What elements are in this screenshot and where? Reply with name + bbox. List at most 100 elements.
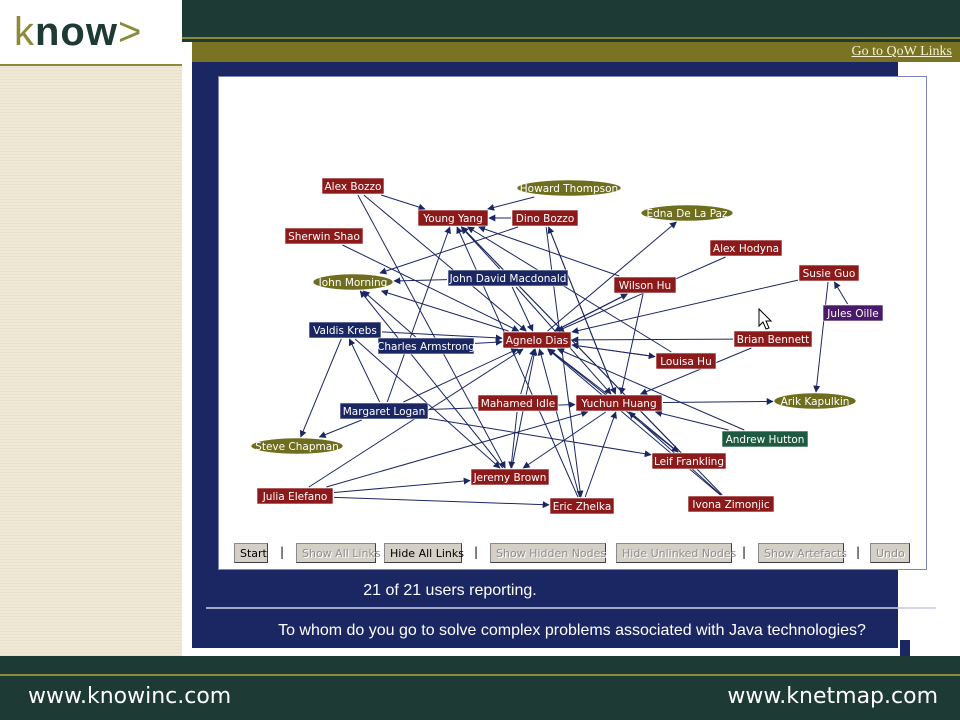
- node-julia-elefano[interactable]: Julia Elefano: [256, 487, 334, 505]
- show-artefacts-button[interactable]: Show Artefacts: [758, 543, 847, 563]
- edge-ivona-zimonjic-to-agnelo-dias: [547, 348, 721, 496]
- edge-margaret-logan-to-steve-chapman: [318, 419, 362, 438]
- node-eric-zhelka[interactable]: Eric Zhelka: [549, 497, 615, 515]
- node-shape: [822, 304, 884, 322]
- node-label: Yuchun Huang: [580, 398, 656, 410]
- edge-john-david-macdonald-to-john-morning: [393, 277, 448, 285]
- edge-alex-bozzo-to-young-yang: [380, 194, 426, 211]
- node-shape: [721, 430, 809, 448]
- question-text: To whom do you go to solve complex probl…: [278, 622, 866, 639]
- hide-unlinked-nodes-button[interactable]: Hide Unlinked Nodes: [616, 543, 736, 563]
- node-john-david-macdonald[interactable]: John David Macdonald: [447, 269, 569, 287]
- node-susie-guo[interactable]: Susie Guo: [798, 264, 860, 282]
- node-shape: [477, 394, 559, 412]
- node-shape: [516, 179, 622, 197]
- node-jeremy-brown[interactable]: Jeremy Brown: [470, 468, 550, 486]
- node-shape: [549, 497, 615, 515]
- node-label: Agnelo Dias: [506, 335, 569, 347]
- undo-button[interactable]: Undo: [870, 543, 910, 563]
- node-shape: [709, 239, 783, 257]
- edge-margaret-logan-to-young-yang: [386, 226, 451, 403]
- edge-margaret-logan-to-leif-frankling: [428, 417, 652, 458]
- top-band: [182, 0, 960, 42]
- node-label: Julia Elefano: [262, 491, 328, 503]
- edge-charles-armstrong-to-agnelo-dias: [474, 338, 503, 346]
- edge-julia-elefano-to-jeremy-brown: [333, 477, 471, 494]
- node-shape: [511, 209, 579, 227]
- footer: [0, 656, 960, 720]
- node-label: Young Yang: [422, 213, 482, 225]
- node-louisa-hu[interactable]: Louisa Hu: [655, 352, 717, 370]
- hide-all-links-button[interactable]: Hide All Links: [384, 543, 464, 563]
- node-label: Eric Zhelka: [553, 501, 612, 513]
- node-label: Susie Guo: [803, 268, 856, 280]
- node-label: Margaret Logan: [343, 406, 426, 418]
- edge-andrew-hutton-to-yuchun-huang: [654, 410, 729, 431]
- node-margaret-logan[interactable]: Margaret Logan: [339, 402, 429, 420]
- toolbar-separator: |: [474, 545, 479, 559]
- node-label: Andrew Hutton: [726, 434, 805, 446]
- node-shape: [773, 392, 857, 410]
- start-button[interactable]: Start: [234, 543, 268, 563]
- edge-yuchun-huang-to-dino-bozzo: [547, 226, 616, 395]
- node-alex-bozzo[interactable]: Alex Bozzo: [321, 177, 385, 195]
- node-shape: [321, 177, 385, 195]
- node-agnelo-dias[interactable]: Agnelo Dias: [502, 331, 572, 349]
- panel-divider: [206, 607, 936, 609]
- node-arik-kapulkin[interactable]: Arik Kapulkin: [773, 392, 857, 410]
- node-mahamed-idle[interactable]: Mahamed Idle: [477, 394, 559, 412]
- edge-julia-elefano-to-eric-zhelka: [333, 496, 550, 509]
- edge-andrew-hutton-to-agnelo-dias: [557, 348, 745, 431]
- node-steve-chapman[interactable]: Steve Chapman: [250, 437, 344, 455]
- footer-knowinc-url[interactable]: www.knowinc.com: [28, 684, 232, 709]
- node-label: Leif Frankling: [654, 456, 724, 468]
- node-yuchun-huang[interactable]: Yuchun Huang: [575, 394, 663, 412]
- go-to-qow-links[interactable]: Go to QoW Links: [851, 44, 952, 59]
- edge-margaret-logan-to-valdis-krebs: [348, 338, 381, 403]
- footer-knetmap-url[interactable]: www.knetmap.com: [727, 684, 938, 709]
- node-shape: [417, 209, 489, 227]
- node-shape: [733, 330, 813, 348]
- node-shape: [655, 352, 717, 370]
- node-label: Louisa Hu: [660, 356, 711, 368]
- node-shape: [447, 269, 569, 287]
- node-wilson-hu[interactable]: Wilson Hu: [613, 276, 677, 294]
- node-label: Brian Bennett: [737, 334, 810, 346]
- node-alex-hodyna[interactable]: Alex Hodyna: [709, 239, 783, 257]
- node-label: Sherwin Shao: [288, 231, 360, 243]
- edge-brian-bennett-to-agnelo-dias: [571, 336, 734, 344]
- edge-eric-zhelka-to-young-yang: [456, 226, 579, 498]
- node-brian-bennett[interactable]: Brian Bennett: [733, 330, 813, 348]
- node-young-yang[interactable]: Young Yang: [417, 209, 489, 227]
- edge-sherwin-shao-to-agnelo-dias: [342, 244, 520, 332]
- node-sherwin-shao[interactable]: Sherwin Shao: [284, 227, 364, 245]
- node-howard-thompson[interactable]: Howard Thompson: [516, 179, 622, 197]
- edge-susie-guo-to-agnelo-dias: [571, 279, 799, 334]
- node-andrew-hutton[interactable]: Andrew Hutton: [721, 430, 809, 448]
- node-jules-oille[interactable]: Jules Oille: [822, 304, 884, 322]
- node-label: Dino Bozzo: [516, 213, 575, 225]
- edge-alex-bozzo-to-jeremy-brown: [357, 194, 506, 469]
- edge-eric-zhelka-to-yuchun-huang: [584, 411, 617, 498]
- node-dino-bozzo[interactable]: Dino Bozzo: [511, 209, 579, 227]
- node-charles-armstrong[interactable]: Charles Armstrong: [377, 337, 475, 355]
- toolbar-separator: |: [856, 545, 861, 559]
- right-strip-tick: [900, 640, 910, 656]
- show-hidden-nodes-button[interactable]: Show Hidden Nodes: [490, 543, 606, 563]
- node-ivona-zimonjic[interactable]: Ivona Zimonjic: [687, 495, 775, 513]
- edge-brian-bennett-to-yuchun-huang: [640, 347, 752, 395]
- node-shape: [312, 273, 394, 291]
- node-valdis-krebs[interactable]: Valdis Krebs: [308, 321, 382, 339]
- edge-agnelo-dias-to-louisa-hu: [571, 344, 656, 360]
- show-all-links-button[interactable]: Show All Links: [296, 543, 381, 563]
- node-edna-de-la-paz[interactable]: Edna De La Paz: [640, 204, 734, 222]
- node-label: Ivona Zimonjic: [692, 499, 769, 511]
- node-leif-frankling[interactable]: Leif Frankling: [651, 452, 727, 470]
- node-label: Alex Bozzo: [324, 181, 381, 193]
- top-divider: [182, 37, 960, 39]
- node-john-morning[interactable]: John Morning: [312, 273, 394, 291]
- edge-louisa-hu-to-young-yang: [467, 226, 672, 353]
- node-shape: [284, 227, 364, 245]
